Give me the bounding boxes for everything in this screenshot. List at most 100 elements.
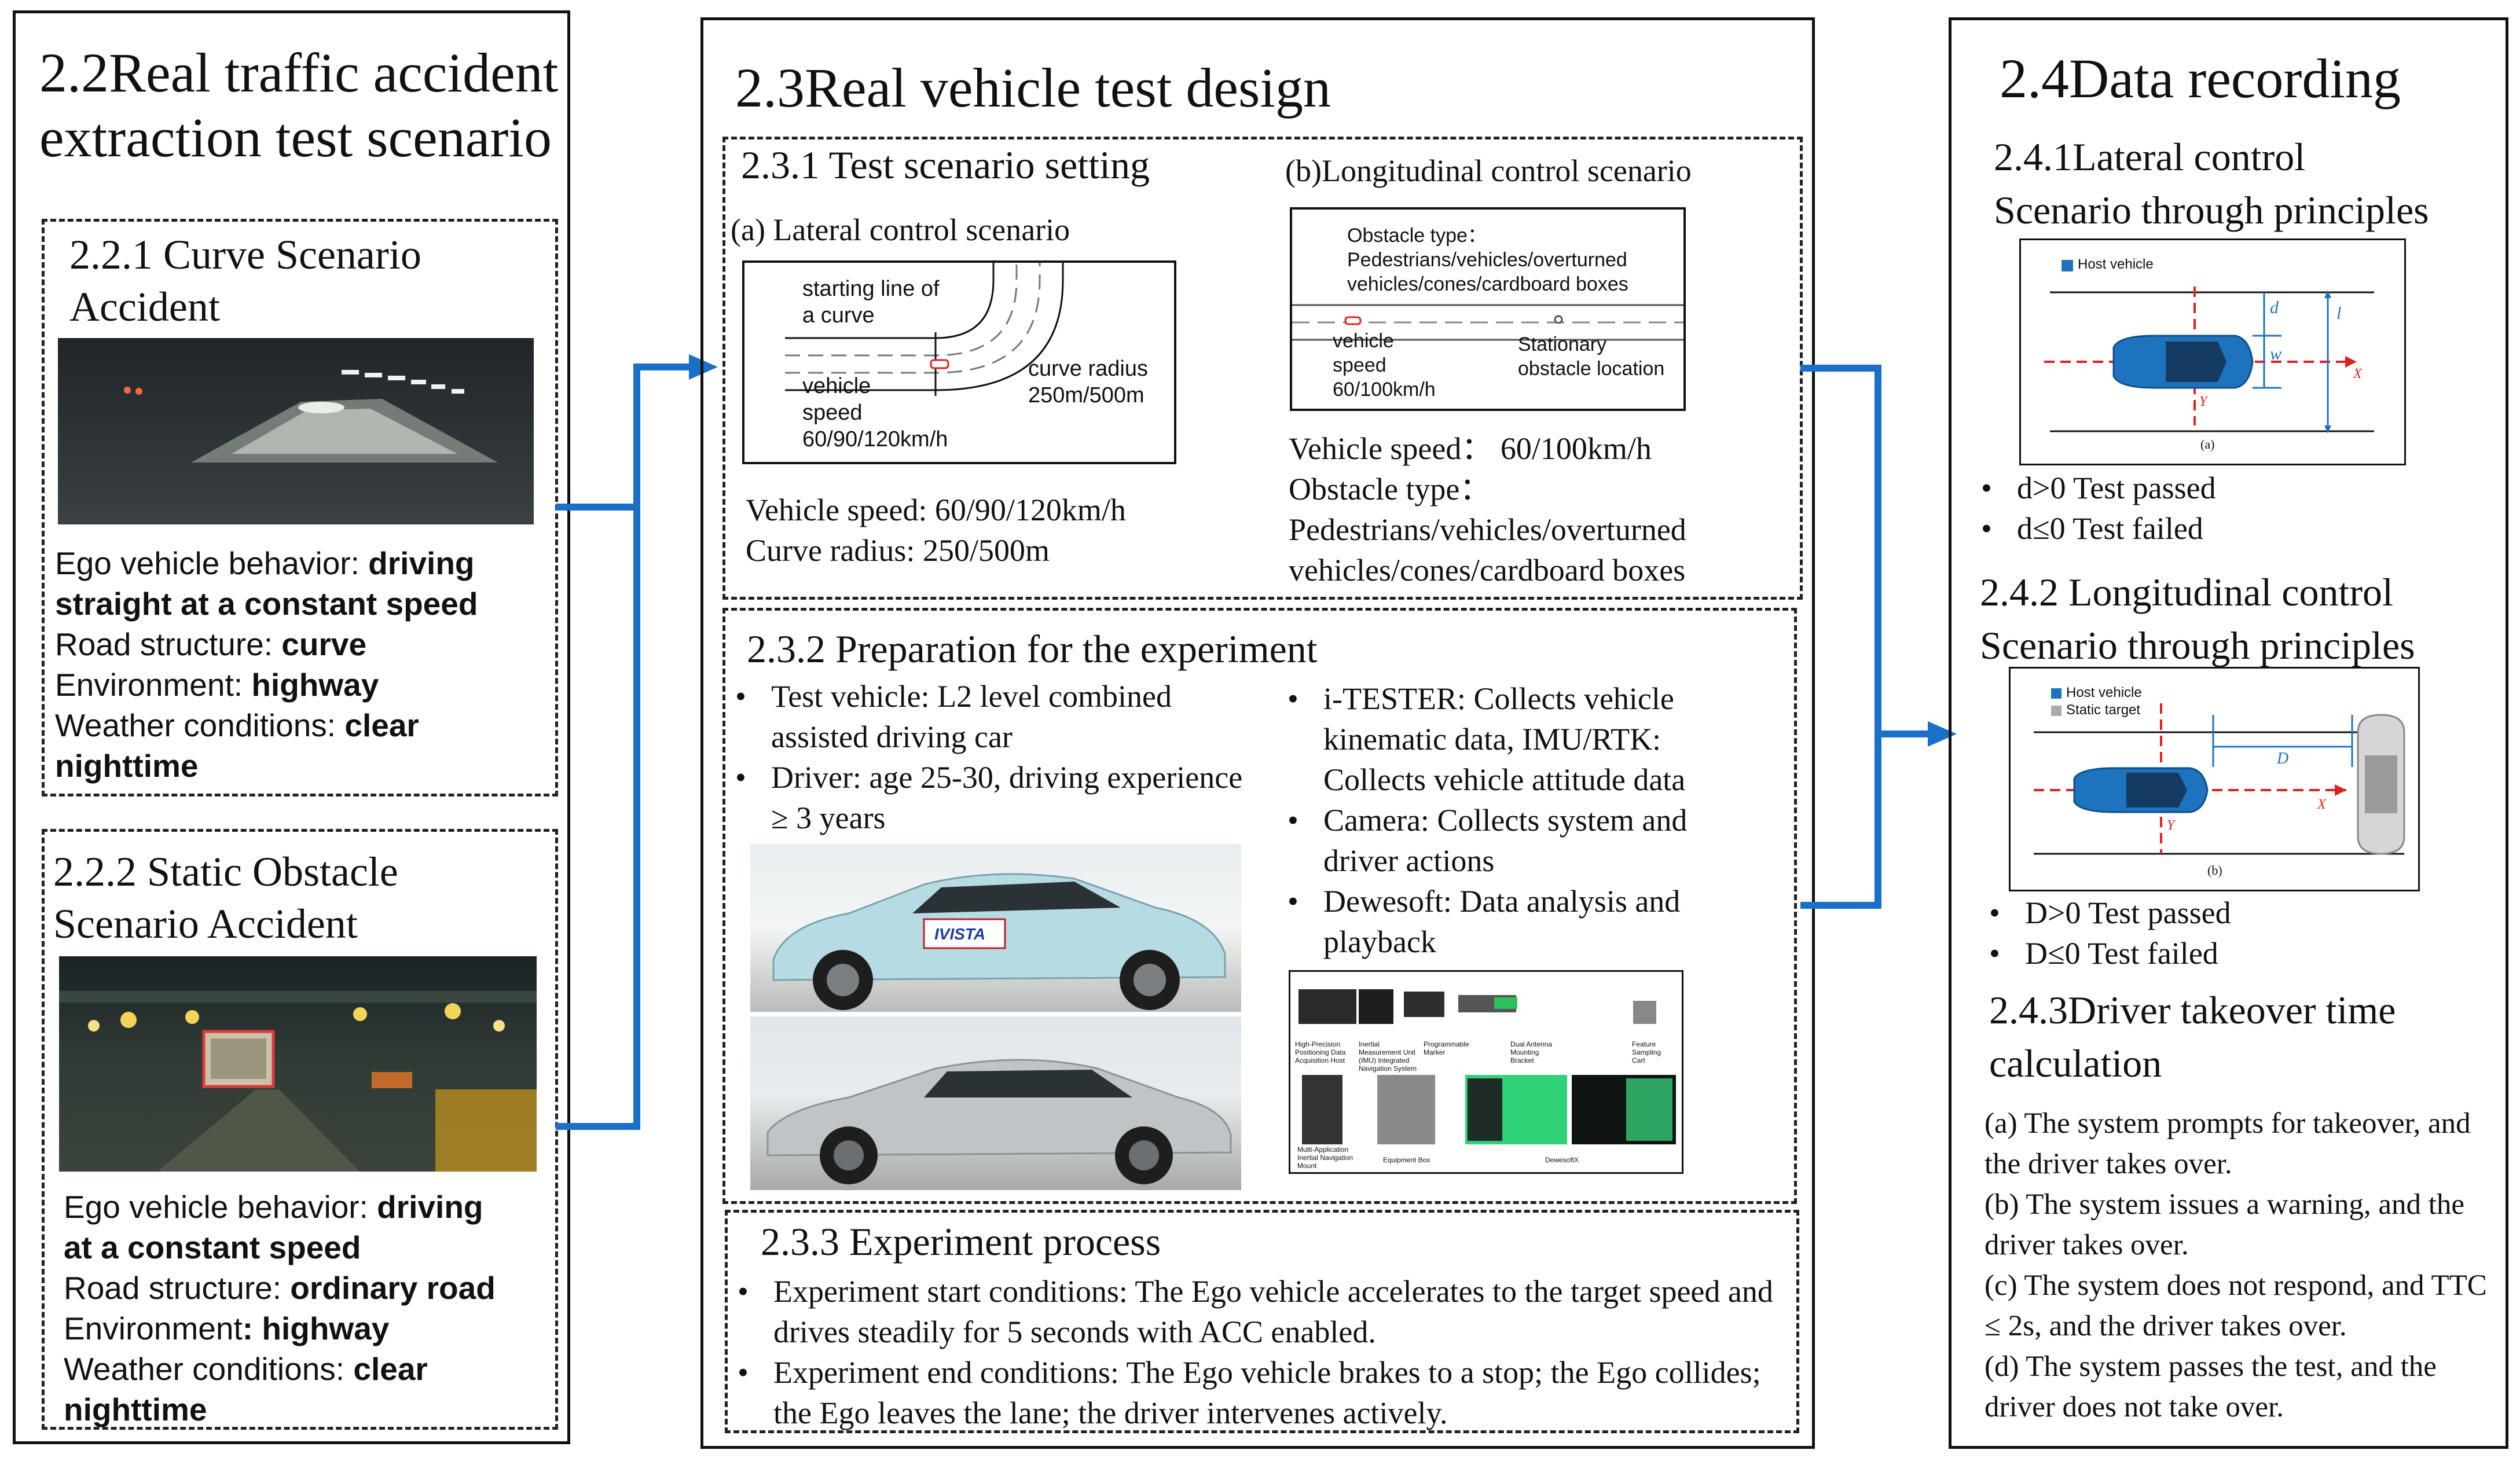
static-obstacle-night-road-photo [59, 956, 537, 1172]
lon-speed-text: Vehicle speed： 60/100km/h [1289, 431, 1652, 466]
equipment-label-marker: Programmable Marker [1424, 1040, 1469, 1056]
lateral-legend-host-vehicle: Host vehicle [2078, 256, 2154, 272]
static-road-label: Road structure: [64, 1270, 291, 1306]
preparation-left-bullets: Test vehicle: L2 level combined assisted… [731, 676, 1252, 838]
experiment-process-bullets: Experiment start conditions: The Ego veh… [733, 1271, 1781, 1433]
equipment-label-daq: High-Precision Positioning Data Acquisit… [1295, 1040, 1346, 1064]
curve-weather-value-cont: nighttime [55, 748, 199, 784]
longitudinal-principles-title-line2: Scenario through principles [1980, 623, 2415, 667]
static-weather-value-cont: nighttime [64, 1392, 207, 1427]
experiment-process-title: 2.3.3 Experiment process [761, 1220, 1161, 1264]
curve-weather-value: clear [344, 707, 419, 743]
lateral-caption: (a) [2200, 437, 2215, 451]
lateral-result-bullets: d>0 Test passed d≤0 Test failed [1976, 468, 2216, 549]
test-design-title: 2.3Real vehicle test design [735, 57, 1331, 119]
lon-speed-label-3: 60/100km/h [1333, 379, 1436, 401]
connector-into-test-design [633, 364, 697, 370]
curve-env-value: highway [251, 667, 379, 703]
equipment-label-dewesoft: DewesoftX [1545, 1156, 1579, 1164]
lateral-label-d: d [2270, 298, 2279, 317]
lateral-speed-label: vehicle speed 60/90/120km/h [802, 373, 948, 453]
ivista-decal: IVISTA [934, 925, 986, 943]
lateral-scenario-diagram: starting line of a curve vehicle speed 6… [742, 260, 1176, 464]
preparation-bullet: i-TESTER: Collects vehicle kinematic dat… [1283, 678, 1746, 800]
curve-scenario-title-line1: 2.2.1 Curve Scenario [69, 232, 421, 278]
static-weather-value: clear [353, 1351, 428, 1387]
lateral-speed-label-1: vehicle [802, 374, 871, 398]
curve-scenario-description: Ego vehicle behavior: driving straight a… [55, 543, 553, 786]
static-weather-label: Weather conditions: [64, 1351, 354, 1387]
equipment-collage: High-Precision Positioning Data Acquisit… [1289, 970, 1683, 1174]
lateral-speed-text: Vehicle speed: 60/90/120km/h [746, 493, 1126, 527]
longitudinal-principles-title-line1: 2.4.2 Longitudinal control [1980, 570, 2393, 614]
takeover-title-line2: calculation [1989, 1041, 2162, 1085]
stationary-obstacle-label-1: Stationary [1518, 333, 1607, 355]
lon-obstacle-type-label: Obstacle type： Pedestrians/vehicles/over… [1347, 223, 1628, 296]
test-vehicle-sedan-photo [750, 1016, 1241, 1190]
curve-start-line-label: starting line of a curve [802, 276, 940, 329]
static-env-value: : highway [242, 1311, 390, 1346]
lon-speed-label-1: vehicle [1333, 330, 1394, 352]
equipment-label-cart: Feature Sampling Cart [1632, 1040, 1661, 1064]
equipment-label-imu: Inertial Measurement Unit (IMU) Integrat… [1359, 1040, 1417, 1073]
process-bullet: Experiment start conditions: The Ego veh… [733, 1271, 1781, 1352]
preparation-title: 2.3.2 Preparation for the experiment [747, 627, 1318, 671]
lateral-label-w: w [2270, 344, 2282, 364]
curve-radius-label-1: curve radius [1028, 357, 1148, 381]
longitudinal-label-x: X [2317, 797, 2326, 812]
process-bullet: Experiment end conditions: The Ego vehic… [733, 1352, 1781, 1433]
curve-start-line-label-1: starting line of [802, 277, 940, 301]
curve-start-line-label-2: a curve [802, 303, 875, 328]
static-obstacle-title-line1: 2.2.2 Static Obstacle [53, 849, 398, 895]
preparation-bullet: Test vehicle: L2 level combined assisted… [731, 676, 1252, 757]
takeover-title-line1: 2.4.3Driver takeover time [1989, 988, 2396, 1032]
curve-weather-label: Weather conditions: [55, 707, 345, 743]
takeover-item: (d) The system passes the test, and the … [1985, 1350, 2437, 1423]
panel-accident-extraction [13, 10, 570, 1444]
curve-road-value: curve [281, 626, 367, 662]
lateral-principles-title-line2: Scenario through principles [1994, 188, 2429, 232]
straight-road-drawing [1292, 304, 1683, 341]
lon-type-values-1: Pedestrians/vehicles/overturned [1289, 512, 1686, 547]
test-scenario-setting-title: 2.3.1 Test scenario setting [741, 143, 1150, 187]
longitudinal-legend-static: Static target [2066, 702, 2141, 718]
preparation-bullet: Dewesoft: Data analysis and playback [1283, 881, 1746, 962]
curve-road-label: Road structure: [55, 626, 282, 662]
arrowhead-into-test-design-icon [689, 354, 718, 380]
connector-into-recording [1875, 730, 1939, 737]
longitudinal-scenario-label: (b)Longitudinal control scenario [1285, 153, 1692, 188]
lateral-label-l: l [2336, 304, 2342, 323]
lateral-scenario-label: (a) Lateral control scenario [731, 212, 1070, 247]
connector-setting-to-recording [1800, 365, 1881, 372]
stationary-obstacle-label: Stationary obstacle location [1518, 332, 1664, 381]
preparation-right-bullets: i-TESTER: Collects vehicle kinematic dat… [1283, 678, 1746, 962]
lateral-speed-label-3: 60/90/120km/h [802, 427, 948, 451]
equipment-label-antenna: Dual Antenna Mounting Bracket [1510, 1040, 1553, 1064]
curve-radius-label-2: 250m/500m [1028, 383, 1145, 408]
static-road-value: ordinary road [290, 1270, 496, 1306]
curve-radius-label: curve radius 250m/500m [1028, 355, 1148, 409]
curve-scenario-title-line2: Accident [69, 284, 220, 330]
longitudinal-result-bullet: D≤0 Test failed [1985, 933, 2231, 974]
equipment-label-box: Equipment Box [1383, 1156, 1430, 1164]
longitudinal-label-d: D [2277, 750, 2289, 768]
longitudinal-result-bullet: D>0 Test passed [1985, 893, 2231, 933]
test-vehicle-suv-photo: IVISTA [750, 844, 1241, 1012]
preparation-box [722, 608, 1797, 1204]
static-obstacle-description: Ego vehicle behavior: driving at a const… [64, 1187, 550, 1430]
stationary-obstacle-label-2: obstacle location [1518, 358, 1665, 380]
longitudinal-scenario-text: Vehicle speed： 60/100km/h Obstacle type：… [1289, 428, 1686, 590]
arrowhead-into-recording-icon [1928, 721, 1957, 747]
data-recording-title: 2.4Data recording [2000, 47, 2401, 109]
lateral-speed-label-2: speed [802, 401, 863, 425]
lateral-label-y: Y [2199, 394, 2207, 409]
longitudinal-result-bullets: D>0 Test passed D≤0 Test failed [1985, 893, 2231, 974]
lateral-result-bullet: d>0 Test passed [1976, 468, 2216, 508]
equipment-label-mount: Multi-Application Inertial Navigation Mo… [1297, 1146, 1353, 1170]
curve-road-drawing [785, 263, 1064, 396]
lon-obstacle-type-label-1: Obstacle type： [1347, 225, 1487, 247]
lon-speed-label: vehicle speed 60/100km/h [1333, 329, 1436, 402]
preparation-bullet: Camera: Collects system and driver actio… [1283, 800, 1746, 881]
connector-vertical-left [633, 364, 640, 1130]
lateral-principles-title-line1: 2.4.1Lateral control [1994, 135, 2306, 179]
